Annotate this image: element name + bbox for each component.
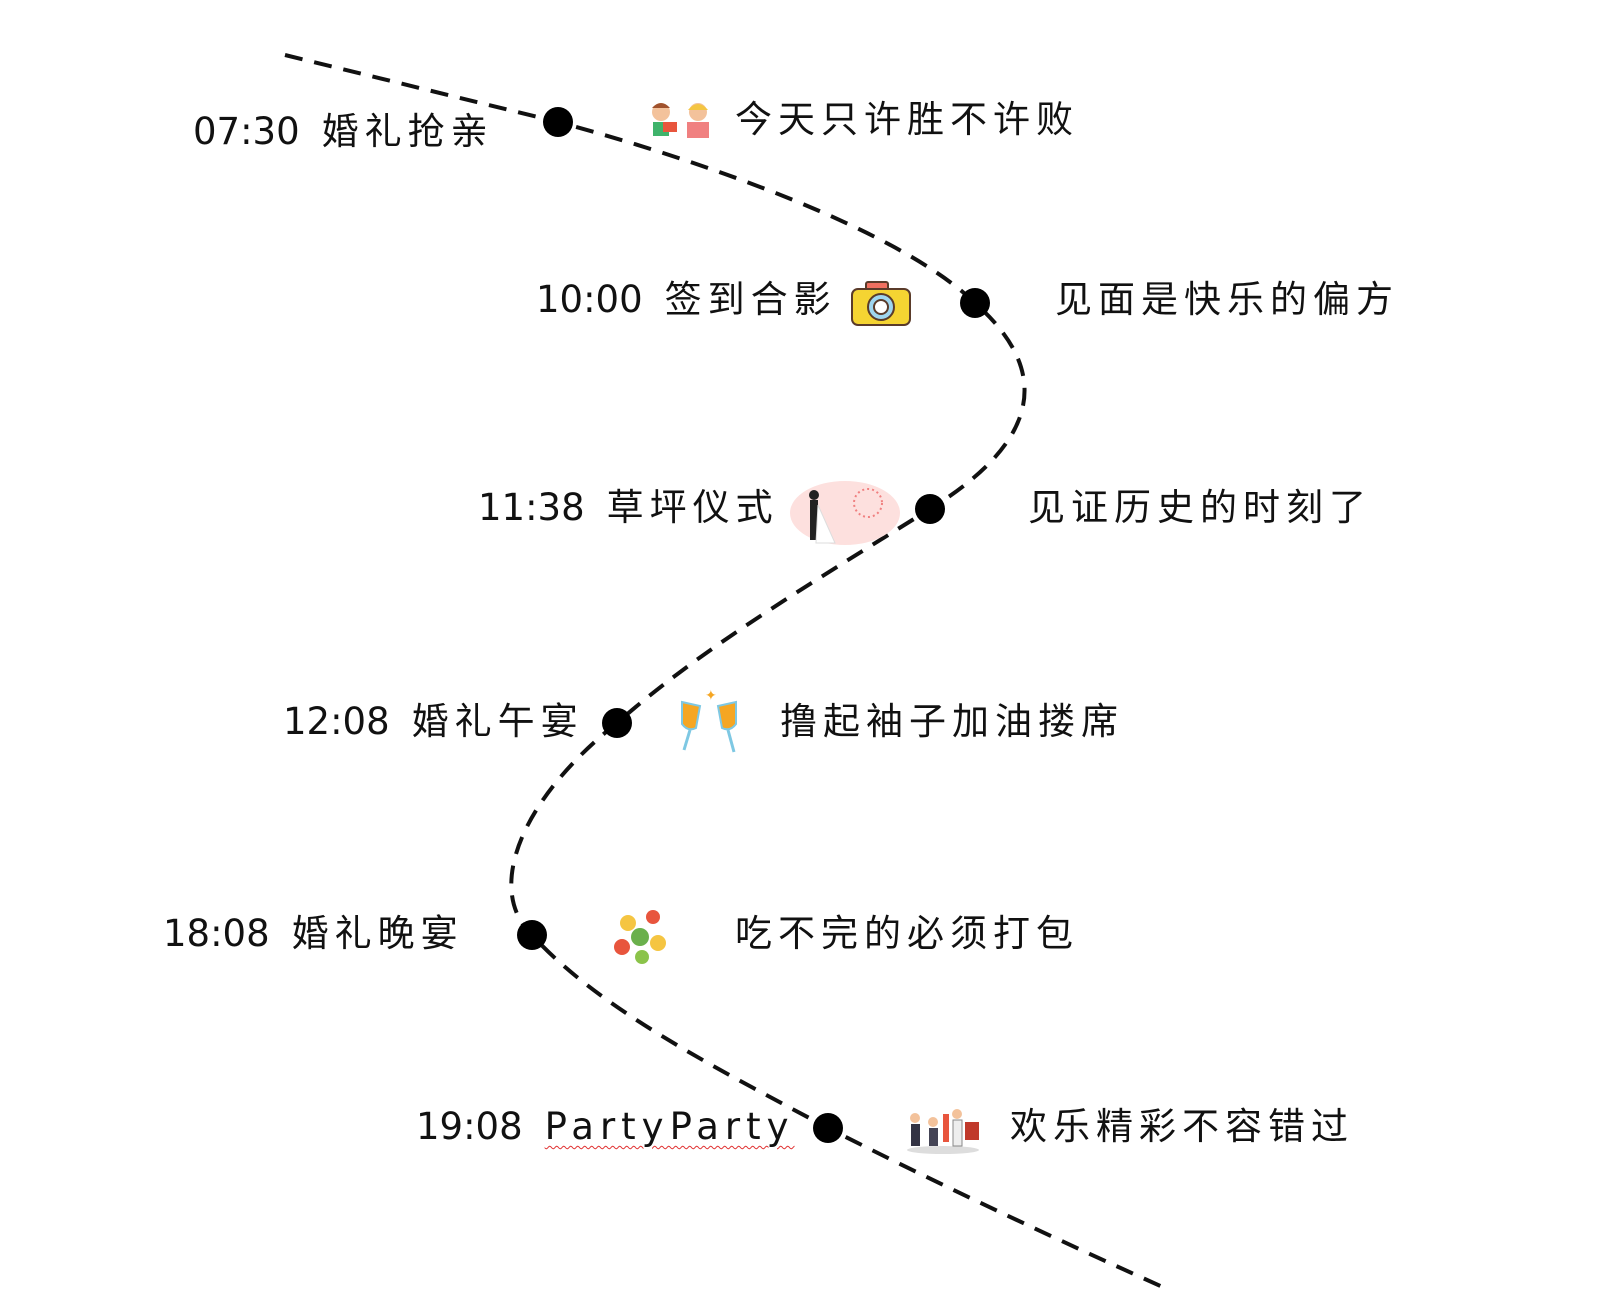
event-label: 10:00 签到合影 xyxy=(536,278,837,322)
event-name: PartyParty xyxy=(544,1105,795,1148)
event-caption: 见面是快乐的偏方 xyxy=(1055,278,1399,321)
event-name: 婚礼晚宴 xyxy=(291,912,464,955)
champagne-toast-icon: ✦ xyxy=(681,688,737,753)
event-label: 07:30 婚礼抢亲 xyxy=(193,110,494,154)
event-name: 婚礼抢亲 xyxy=(321,110,494,153)
event-label: 12:08 婚礼午宴 xyxy=(283,700,584,744)
timeline-dot xyxy=(813,1113,843,1143)
food-icon xyxy=(614,910,666,964)
event-time: 10:00 xyxy=(536,278,643,321)
event-time: 18:08 xyxy=(163,912,270,955)
event-caption: 见证历史的时刻了 xyxy=(1028,486,1372,529)
timeline-dot xyxy=(543,107,573,137)
svg-text:✦: ✦ xyxy=(705,688,717,704)
event-caption: 撸起袖子加油搂席 xyxy=(780,700,1124,743)
timeline-dot xyxy=(960,288,990,318)
event-label: 19:08 PartyParty xyxy=(416,1105,795,1149)
event-name: 草坪仪式 xyxy=(606,486,779,529)
event-time: 12:08 xyxy=(283,700,390,743)
wedding-couple-icon xyxy=(790,481,900,545)
camera-icon xyxy=(851,281,911,326)
kids-icon xyxy=(652,103,709,138)
event-name: 婚礼午宴 xyxy=(411,700,584,743)
event-time: 19:08 xyxy=(416,1105,523,1148)
event-caption: 欢乐精彩不容错过 xyxy=(1010,1105,1354,1148)
event-time: 07:30 xyxy=(193,110,300,153)
event-name: 签到合影 xyxy=(664,278,837,321)
event-caption: 吃不完的必须打包 xyxy=(735,912,1079,955)
event-time: 11:38 xyxy=(478,486,585,529)
event-label: 11:38 草坪仪式 xyxy=(478,486,779,530)
party-people-icon xyxy=(907,1109,979,1154)
timeline-dot xyxy=(517,920,547,950)
event-caption: 今天只许胜不许败 xyxy=(735,98,1079,141)
timeline-dot xyxy=(602,708,632,738)
timeline-dot xyxy=(915,494,945,524)
event-label: 18:08 婚礼晚宴 xyxy=(163,912,464,956)
